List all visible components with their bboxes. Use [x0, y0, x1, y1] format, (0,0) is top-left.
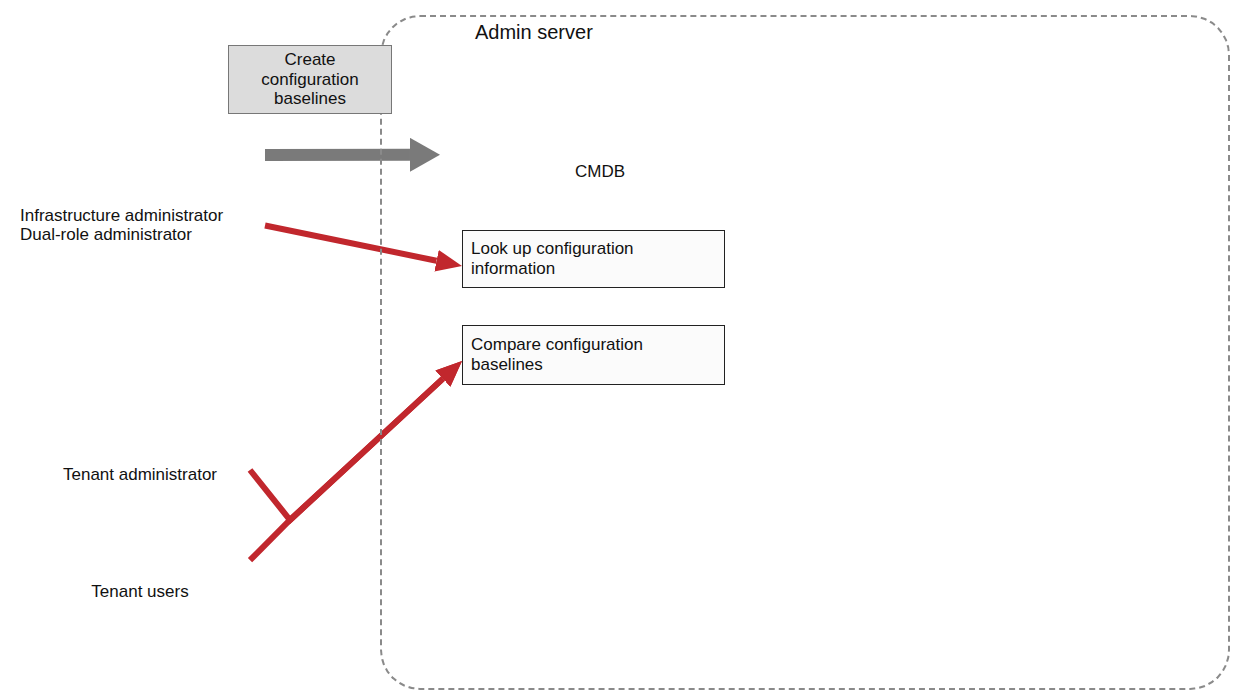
- flow-arrow: [265, 225, 437, 260]
- cylinder-body: [440, 134, 760, 430]
- role-figure: Tenant users: [30, 492, 250, 602]
- node-label: Compare configuration baselines: [471, 335, 716, 374]
- tenant-admin-figure: [50, 310, 230, 444]
- database-cylinder: CMDB Look up configuration informationCom…: [440, 110, 760, 430]
- network-illustration: [745, 34, 1230, 683]
- function-box: Compare configuration baselines: [462, 325, 725, 385]
- node-label: Infrastructure administrator Dual-role a…: [20, 206, 265, 245]
- flow-arrow: [265, 149, 410, 161]
- server-panel: [405, 75, 795, 495]
- admin-figure: [18, 36, 218, 178]
- tenant-users-figure: [38, 504, 238, 575]
- database-title: CMDB: [440, 162, 760, 182]
- server-region: Admin serverCMDB Look up configuration in…: [380, 15, 1230, 690]
- region-heading: Admin server: [382, 17, 1228, 44]
- node-label: Look up configuration information: [471, 239, 716, 278]
- flow-arrow: [250, 379, 443, 561]
- cylinder-top: [440, 110, 760, 158]
- edge-label: Create configuration baselines: [228, 45, 392, 114]
- node-label: Tenant administrator: [30, 465, 250, 485]
- node-label: Tenant users: [30, 582, 250, 602]
- role-figure: Tenant administrator: [30, 285, 250, 485]
- function-box: Look up configuration information: [462, 230, 725, 288]
- flow-arrow: [250, 379, 443, 520]
